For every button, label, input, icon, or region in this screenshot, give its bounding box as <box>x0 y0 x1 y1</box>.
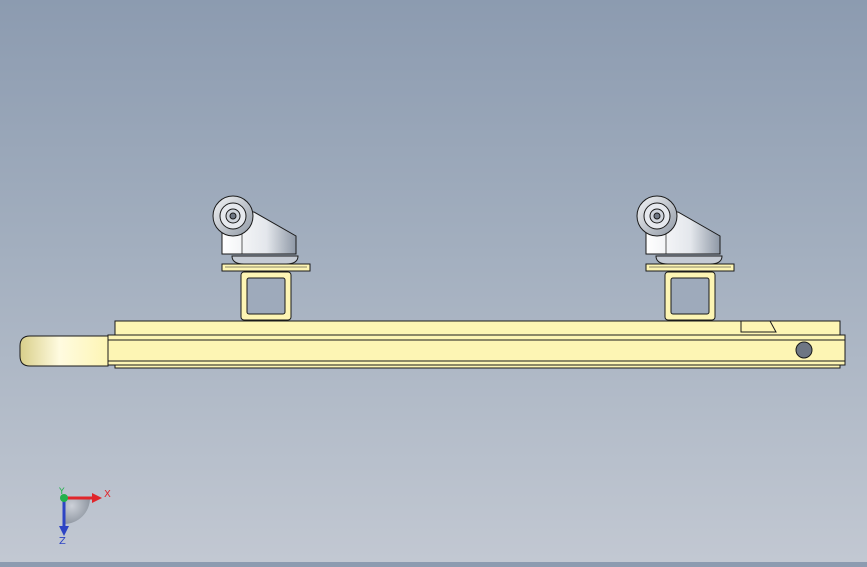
caster-support-opening <box>246 277 286 315</box>
x-axis-arrow-icon <box>92 493 102 503</box>
beam-bolt-hole <box>795 341 813 359</box>
beam-end-cap <box>19 335 109 367</box>
caster-mount-plate <box>645 263 735 272</box>
y-axis-label: Y <box>58 487 65 497</box>
beam-top-strip <box>114 320 841 336</box>
beam-bottom-lip <box>114 364 841 369</box>
caster-swivel-base <box>231 255 299 265</box>
caster-support-opening <box>670 277 710 315</box>
caster-mount-plate <box>221 263 311 272</box>
axis-triad[interactable]: X Z Y <box>58 487 111 547</box>
triad-shade <box>64 498 90 524</box>
beam-wedge-detail <box>740 320 777 333</box>
x-axis-label: X <box>104 489 111 500</box>
caster-swivel-base <box>655 255 723 265</box>
z-axis-label: Z <box>59 536 66 547</box>
z-axis-arrow-icon <box>59 526 69 536</box>
caster-assembly-right[interactable] <box>636 195 735 321</box>
y-axis-dot-icon <box>60 494 68 502</box>
main-beam[interactable] <box>19 320 846 369</box>
caster-assembly-left[interactable] <box>212 195 311 321</box>
caster-axle <box>653 212 661 220</box>
caster-axle <box>229 212 237 220</box>
